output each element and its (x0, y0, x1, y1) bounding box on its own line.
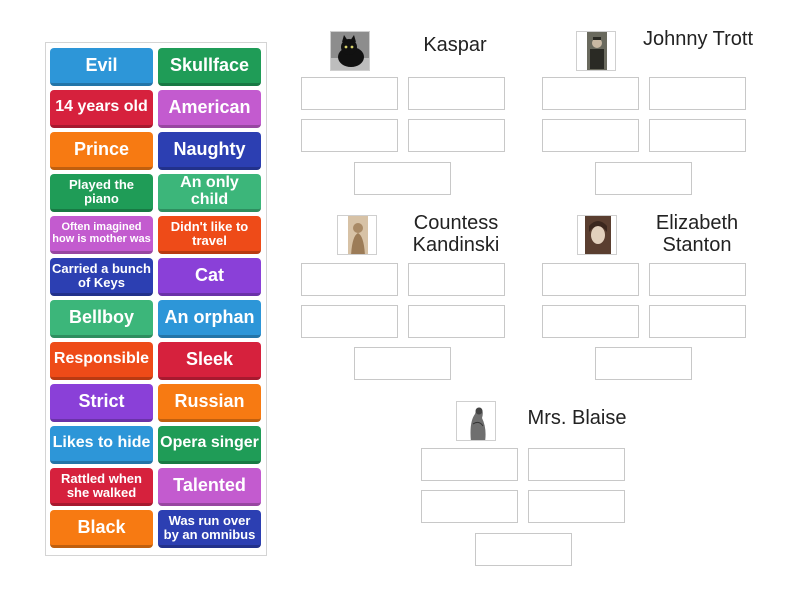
answer-tile[interactable]: Prince (50, 132, 153, 170)
drop-slot[interactable] (301, 77, 398, 110)
drop-slot[interactable] (301, 119, 398, 152)
answer-tile[interactable]: Played the piano (50, 174, 153, 212)
black-cat-photo (330, 31, 370, 71)
drop-slot[interactable] (542, 305, 639, 338)
answer-tile[interactable]: Rattled when she walked (50, 468, 153, 506)
drop-slot[interactable] (542, 119, 639, 152)
answer-tile[interactable]: Sleek (158, 342, 261, 380)
answer-tile[interactable]: Bellboy (50, 300, 153, 338)
answer-tile[interactable]: Strict (50, 384, 153, 422)
answer-tile[interactable]: Black (50, 510, 153, 548)
drop-slot[interactable] (408, 263, 505, 296)
drop-slot[interactable] (595, 162, 692, 195)
answer-tile[interactable]: Likes to hide (50, 426, 153, 464)
answer-tile[interactable]: Didn't like to travel (158, 216, 261, 254)
answer-tile[interactable]: An orphan (158, 300, 261, 338)
answer-tile[interactable]: American (158, 90, 261, 128)
answer-tile[interactable]: Carried a bunch of Keys (50, 258, 153, 296)
drop-slot[interactable] (301, 305, 398, 338)
answer-tile[interactable]: Responsible (50, 342, 153, 380)
answer-tile[interactable]: Often imagined how is mother was (50, 216, 153, 254)
drop-slot[interactable] (528, 448, 625, 481)
drop-slot[interactable] (301, 263, 398, 296)
character-name: Johnny Trott (642, 28, 754, 50)
drop-slot[interactable] (649, 305, 746, 338)
drop-slot[interactable] (542, 77, 639, 110)
answer-tile[interactable]: Evil (50, 48, 153, 86)
boy-portrait-photo (576, 31, 616, 71)
answer-tile[interactable]: 14 years old (50, 90, 153, 128)
drop-slot[interactable] (408, 77, 505, 110)
answer-tile[interactable]: An only child (158, 174, 261, 212)
drop-slot[interactable] (649, 263, 746, 296)
answer-tile[interactable]: Skullface (158, 48, 261, 86)
answer-tile[interactable]: Talented (158, 468, 261, 506)
character-name: Countess Kandinski (412, 212, 500, 256)
drop-slot[interactable] (528, 490, 625, 523)
character-name: Elizabeth Stanton (655, 212, 739, 256)
drop-slot[interactable] (354, 347, 451, 380)
drop-slot[interactable] (649, 119, 746, 152)
drop-slot[interactable] (421, 490, 518, 523)
drop-slot[interactable] (542, 263, 639, 296)
answer-tile[interactable]: Opera singer (158, 426, 261, 464)
character-name: Kaspar (423, 34, 487, 56)
drop-slot[interactable] (649, 77, 746, 110)
character-name: Mrs. Blaise (527, 407, 627, 429)
answer-tile[interactable]: Cat (158, 258, 261, 296)
girl-portrait-photo (577, 215, 617, 255)
answer-tile[interactable]: Was run over by an omnibus (158, 510, 261, 548)
drop-slot[interactable] (354, 162, 451, 195)
drop-slot[interactable] (475, 533, 572, 566)
answer-tile[interactable]: Naughty (158, 132, 261, 170)
drop-slot[interactable] (421, 448, 518, 481)
answer-tile[interactable]: Russian (158, 384, 261, 422)
drop-slot[interactable] (595, 347, 692, 380)
drop-slot[interactable] (408, 305, 505, 338)
drop-slot[interactable] (408, 119, 505, 152)
woman-sketch-photo (456, 401, 496, 441)
countess-portrait-photo (337, 215, 377, 255)
